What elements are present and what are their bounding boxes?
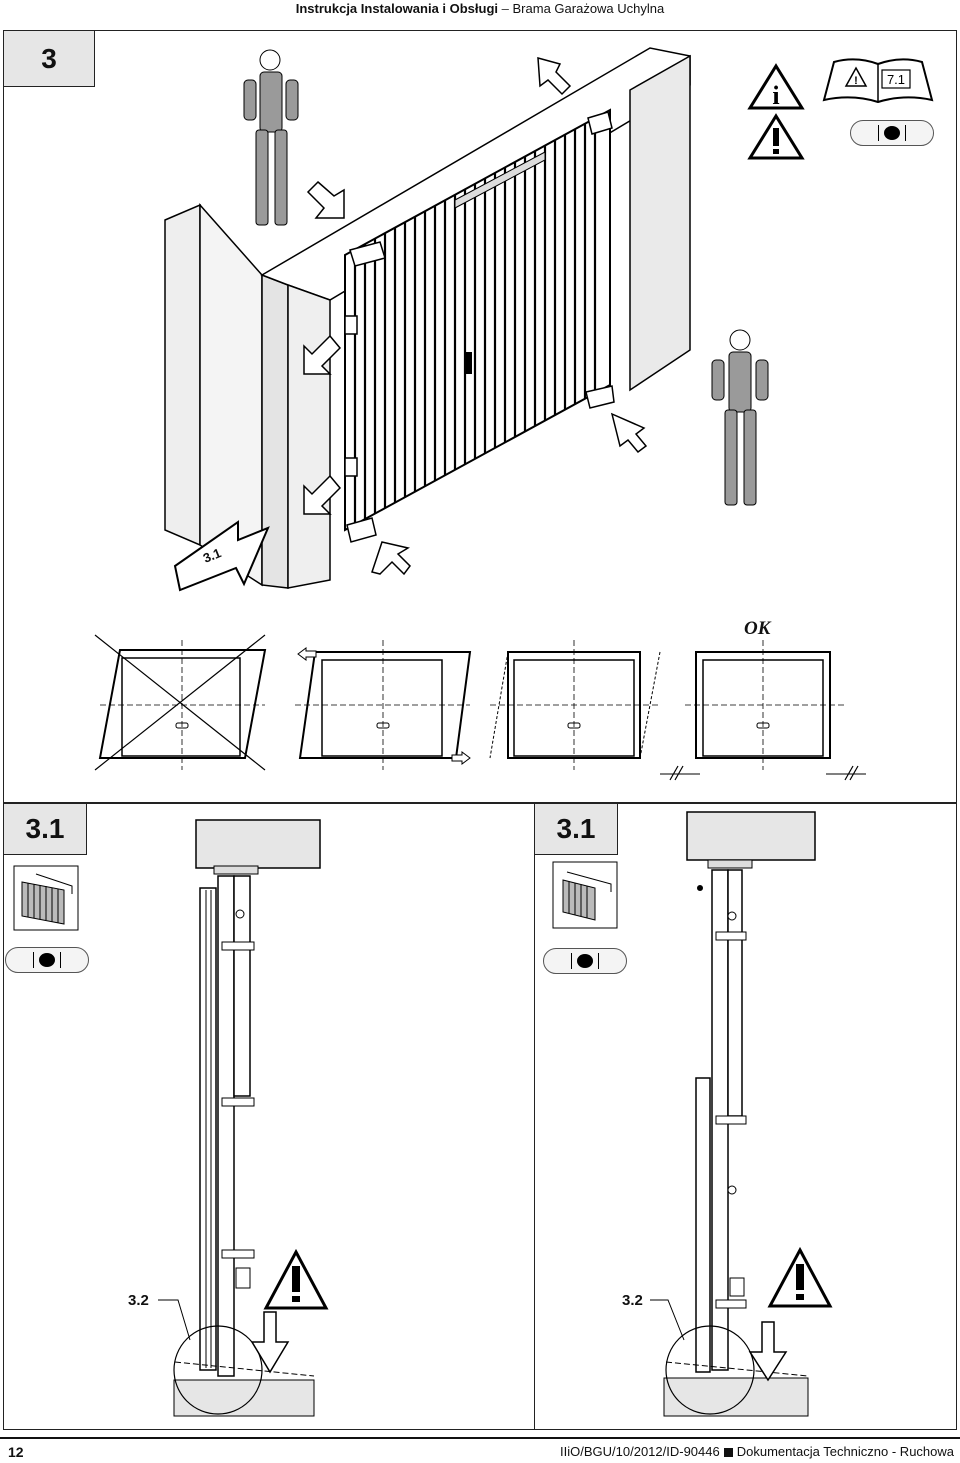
gate-thumbnail-left-icon — [13, 865, 79, 931]
callout-3-1-arrow — [173, 520, 270, 592]
drill-toggle-icon — [850, 120, 934, 146]
drill-toggle-icon-right — [543, 948, 627, 974]
alignment-diagram-shifted — [295, 640, 472, 770]
doc-reference: IIiO/BGU/10/2012/ID-90446 — [560, 1444, 720, 1459]
alignment-diagram-crossed — [94, 634, 267, 771]
worker-figure-right — [711, 329, 769, 506]
wedge-top-right — [587, 111, 613, 135]
detail-label-left: 3.2 — [128, 1292, 149, 1309]
substep-box-right: 3.1 — [534, 803, 618, 855]
header-separator: – — [501, 1, 509, 16]
alignment-diagrams — [94, 634, 866, 781]
gate-installation-illustration — [164, 47, 769, 592]
arrow-pillar-lower — [303, 474, 342, 515]
svg-text:i: i — [772, 81, 779, 110]
step-number-box: 3 — [3, 30, 95, 87]
footer-doc-ref: IIiO/BGU/10/2012/ID-90446 Dokumentacja Te… — [560, 1444, 954, 1459]
square-bullet-icon — [723, 1448, 733, 1457]
wedge-bottom-right — [585, 385, 615, 409]
worker-figure-top — [243, 49, 299, 226]
gate-thumbnail-right-icon — [552, 861, 618, 929]
substep-label-left: 3.1 — [25, 813, 65, 844]
arrow-pillar-upper — [303, 334, 342, 375]
header-title: Instrukcja Instalowania i Obsługi — [295, 1, 499, 16]
svg-text:!: ! — [854, 75, 858, 87]
wedge-top-left — [349, 241, 386, 267]
warning-icon — [747, 113, 805, 160]
arrow-bottom-left — [371, 541, 411, 576]
alignment-diagram-ok — [660, 640, 866, 781]
frame-section-right — [650, 811, 833, 1417]
book-ref-label: 7.1 — [887, 72, 905, 87]
step-number: 3 — [41, 42, 57, 74]
substep-box-left: 3.1 — [3, 803, 87, 855]
substep-label-right: 3.1 — [556, 813, 596, 844]
footer-divider — [0, 1437, 960, 1439]
arrow-lintel — [306, 180, 345, 219]
arrow-top-right — [537, 56, 572, 96]
frame-section-left — [158, 819, 329, 1417]
doc-title: Dokumentacja Techniczno - Ruchowa — [736, 1444, 954, 1459]
panel-right-detail — [534, 803, 957, 1430]
page-number: 12 — [8, 1444, 24, 1460]
alignment-diagram-skewed — [489, 640, 661, 770]
panel-step-3 — [3, 30, 957, 803]
header-subtitle: Brama Garażowa Uchylna — [512, 1, 665, 16]
wedge-bottom-left — [346, 517, 377, 543]
manual-book-icon: ! 7.1 — [822, 58, 934, 104]
arrow-bottom-right — [610, 412, 648, 454]
gate-leaf — [344, 108, 611, 532]
right-pillar — [629, 54, 691, 392]
gate-handle — [466, 352, 472, 374]
info-warning-icon: i — [747, 63, 805, 110]
page-header: Instrukcja Instalowania i Obsługi – Bram… — [0, 0, 960, 20]
detail-label-right: 3.2 — [622, 1292, 643, 1309]
ok-label: OK — [744, 618, 771, 639]
drill-toggle-icon-left — [5, 947, 89, 973]
